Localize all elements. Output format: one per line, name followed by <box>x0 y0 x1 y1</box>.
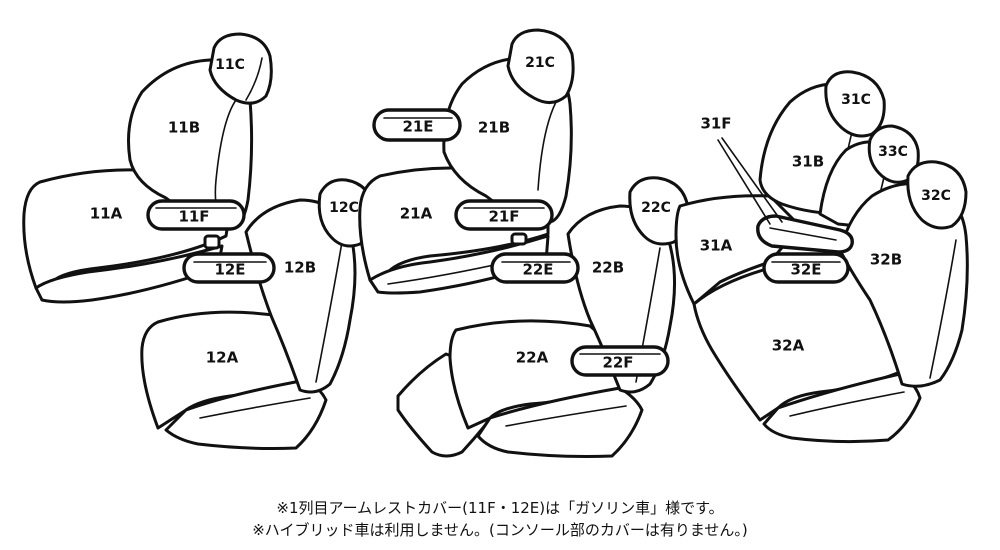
headrest-31C <box>824 70 886 138</box>
label-12C: 12C <box>329 200 359 216</box>
label-22A: 22A <box>516 349 549 367</box>
label-33C: 33C <box>878 144 908 160</box>
label-22F: 22F <box>602 354 633 372</box>
label-31F: 31F <box>700 115 731 133</box>
label-12A: 12A <box>206 349 239 367</box>
label-21A: 21A <box>400 205 433 223</box>
label-22B: 22B <box>592 259 624 277</box>
label-22C: 22C <box>641 200 671 216</box>
armrest-32E <box>762 252 850 284</box>
post-21 <box>510 232 528 246</box>
label-11F: 11F <box>178 208 209 226</box>
label-31A: 31A <box>700 237 733 255</box>
label-12E: 12E <box>214 261 245 279</box>
label-11B: 11B <box>168 119 200 137</box>
backrest-12B <box>244 198 357 394</box>
seat-21 <box>358 28 575 295</box>
label-22E: 22E <box>522 261 553 279</box>
seat-22 <box>396 176 690 458</box>
seat-3rd-row <box>674 70 969 444</box>
label-31C: 31C <box>841 92 871 108</box>
cushion-22A-front <box>476 386 644 458</box>
label-32A: 32A <box>772 337 805 355</box>
label-21C: 21C <box>525 55 555 71</box>
armrest-22E <box>490 252 580 284</box>
label-31B: 31B <box>792 153 824 171</box>
label-11A: 11A <box>90 205 123 223</box>
cushion-12A <box>140 310 308 430</box>
footnote-hybrid: ※ハイブリッド車は利用しません。(コンソール部のカバーは有りません。) <box>252 521 748 539</box>
label-32B: 32B <box>870 251 902 269</box>
backrest-32B <box>838 182 969 388</box>
cushion-22A <box>448 319 622 430</box>
part-labels: 11A 11B 11C 11F 12A 12B 12C 12E 21A 21B … <box>90 55 951 372</box>
label-21F: 21F <box>488 208 519 226</box>
seat-11 <box>22 32 273 304</box>
label-32E: 32E <box>790 261 821 279</box>
post-11 <box>203 234 221 250</box>
cushion-12A-front <box>164 378 328 450</box>
headrest-11C <box>208 32 273 105</box>
label-21E: 21E <box>402 118 433 136</box>
cushion-32A-front <box>762 372 922 444</box>
armrest-12E <box>182 252 276 284</box>
footnote-armrest: ※1列目アームレストカバー(11F・12E)は「ガソリン車」様です。 <box>276 499 724 517</box>
headrest-21C <box>506 28 575 104</box>
label-32C: 32C <box>921 188 951 204</box>
label-11C: 11C <box>215 57 245 73</box>
headrest-32C <box>906 160 968 230</box>
label-12B: 12B <box>284 259 316 277</box>
leader-31F <box>717 139 771 225</box>
label-21B: 21B <box>478 119 510 137</box>
leader-31F-b <box>721 137 783 223</box>
